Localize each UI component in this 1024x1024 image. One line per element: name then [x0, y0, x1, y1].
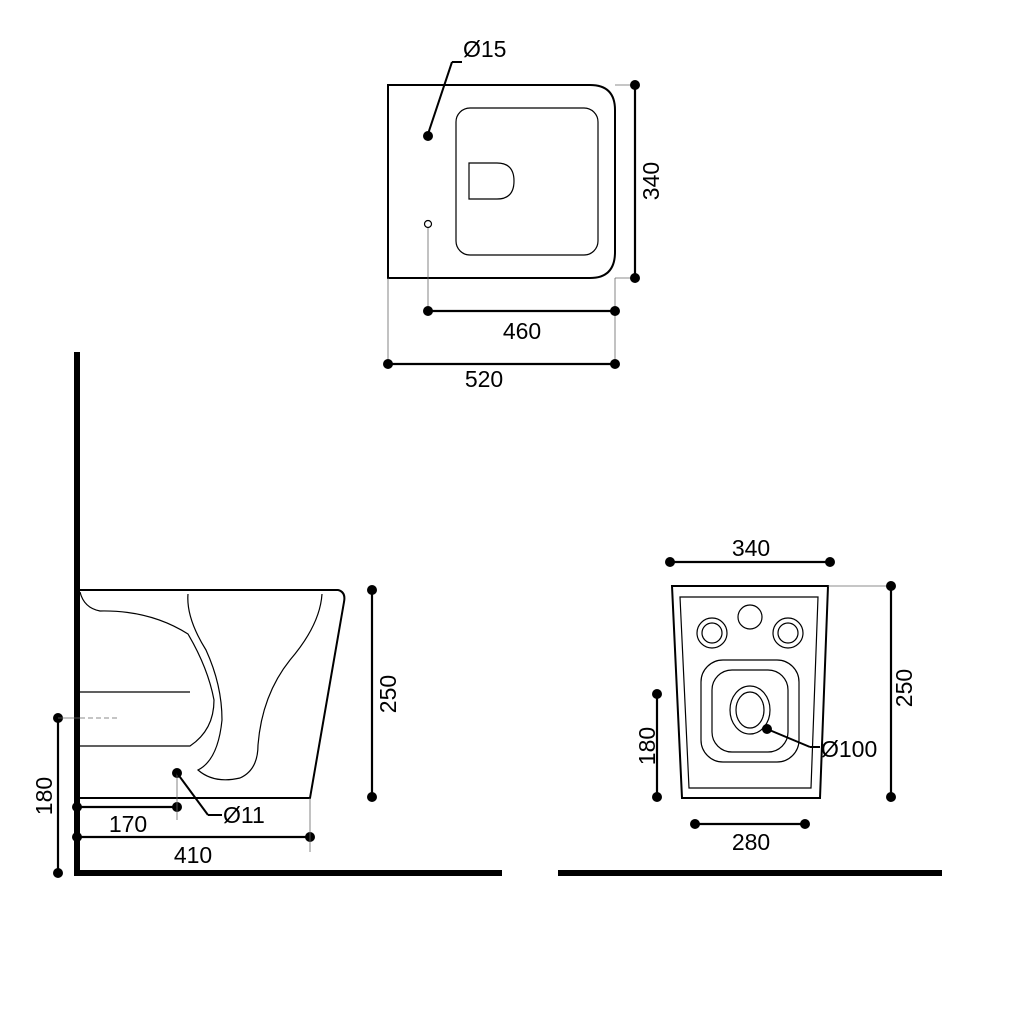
fixing-distance-label: 460: [503, 318, 541, 344]
rear-view-inner-outline: [679, 596, 819, 789]
dimension-dot: [690, 819, 700, 829]
dimension-dot: [652, 689, 662, 699]
rear-height-label: 250: [891, 669, 917, 707]
dimension-dot: [630, 273, 640, 283]
dimension-dot: [886, 792, 896, 802]
dimension-dot: [367, 585, 377, 595]
outlet-diameter-leader: [176, 772, 209, 816]
dimension-dot: [72, 832, 82, 842]
dimension-dot: [665, 557, 675, 567]
dimension-dot: [825, 557, 835, 567]
rear-left-fixing-hole-inner: [701, 622, 723, 644]
side-view: 250 180 170 Ø11 410: [31, 352, 502, 878]
dimension-dot: [886, 581, 896, 591]
dimension-dot: [383, 359, 393, 369]
overall-length-label: 520: [465, 366, 503, 392]
dimension-dot: [652, 792, 662, 802]
top-view-outline: [387, 84, 616, 279]
mounting-height-label: 180: [31, 777, 57, 815]
rear-left-fixing-hole: [696, 617, 728, 649]
top-view-fixing-hole: [423, 131, 433, 141]
dimension-dot: [72, 802, 82, 812]
rear-view-outline: [670, 585, 830, 799]
projection-label: 410: [174, 842, 212, 868]
rear-right-fixing-hole: [772, 617, 804, 649]
hole-diameter-leader: [427, 61, 453, 135]
outlet-pipe-diameter-label: Ø100: [821, 736, 877, 762]
rear-right-fixing-hole-inner: [777, 622, 799, 644]
top-view-seat-hinge: [468, 162, 515, 200]
outlet-offset-label: 170: [109, 811, 147, 837]
side-height-label: 250: [375, 675, 401, 713]
dimension-dot: [610, 359, 620, 369]
side-view-trap-curve: [187, 593, 323, 781]
side-view-bowl-curve: [79, 591, 215, 747]
depth-label: 340: [638, 162, 664, 200]
rear-outlet-height-label: 180: [634, 727, 660, 765]
top-view: Ø15 340 460 520: [383, 36, 664, 392]
outlet-diameter-label: Ø11: [223, 802, 265, 828]
rear-outlet-frame-inner: [711, 669, 789, 753]
dimension-dot: [367, 792, 377, 802]
rear-water-inlet-hole: [737, 604, 763, 630]
outlet-pipe-leader: [766, 728, 811, 748]
side-view-outline: [80, 589, 346, 799]
dimension-dot: [423, 306, 433, 316]
rear-view: 340 250 180 280 Ø100: [558, 535, 942, 876]
dimension-dot: [630, 80, 640, 90]
hole-diameter-label: Ø15: [463, 36, 506, 62]
rear-outlet-frame: [700, 659, 800, 763]
dimension-dot: [53, 868, 63, 878]
rear-outlet-pipe-inner: [735, 691, 765, 729]
top-view-bowl-opening: [455, 107, 599, 256]
rear-outlet-pipe: [729, 685, 771, 735]
dimension-dot: [610, 306, 620, 316]
top-view-water-inlet: [423, 219, 433, 229]
rear-width-label: 340: [732, 535, 770, 561]
bolt-spacing-label: 280: [732, 829, 770, 855]
dimension-dot: [800, 819, 810, 829]
